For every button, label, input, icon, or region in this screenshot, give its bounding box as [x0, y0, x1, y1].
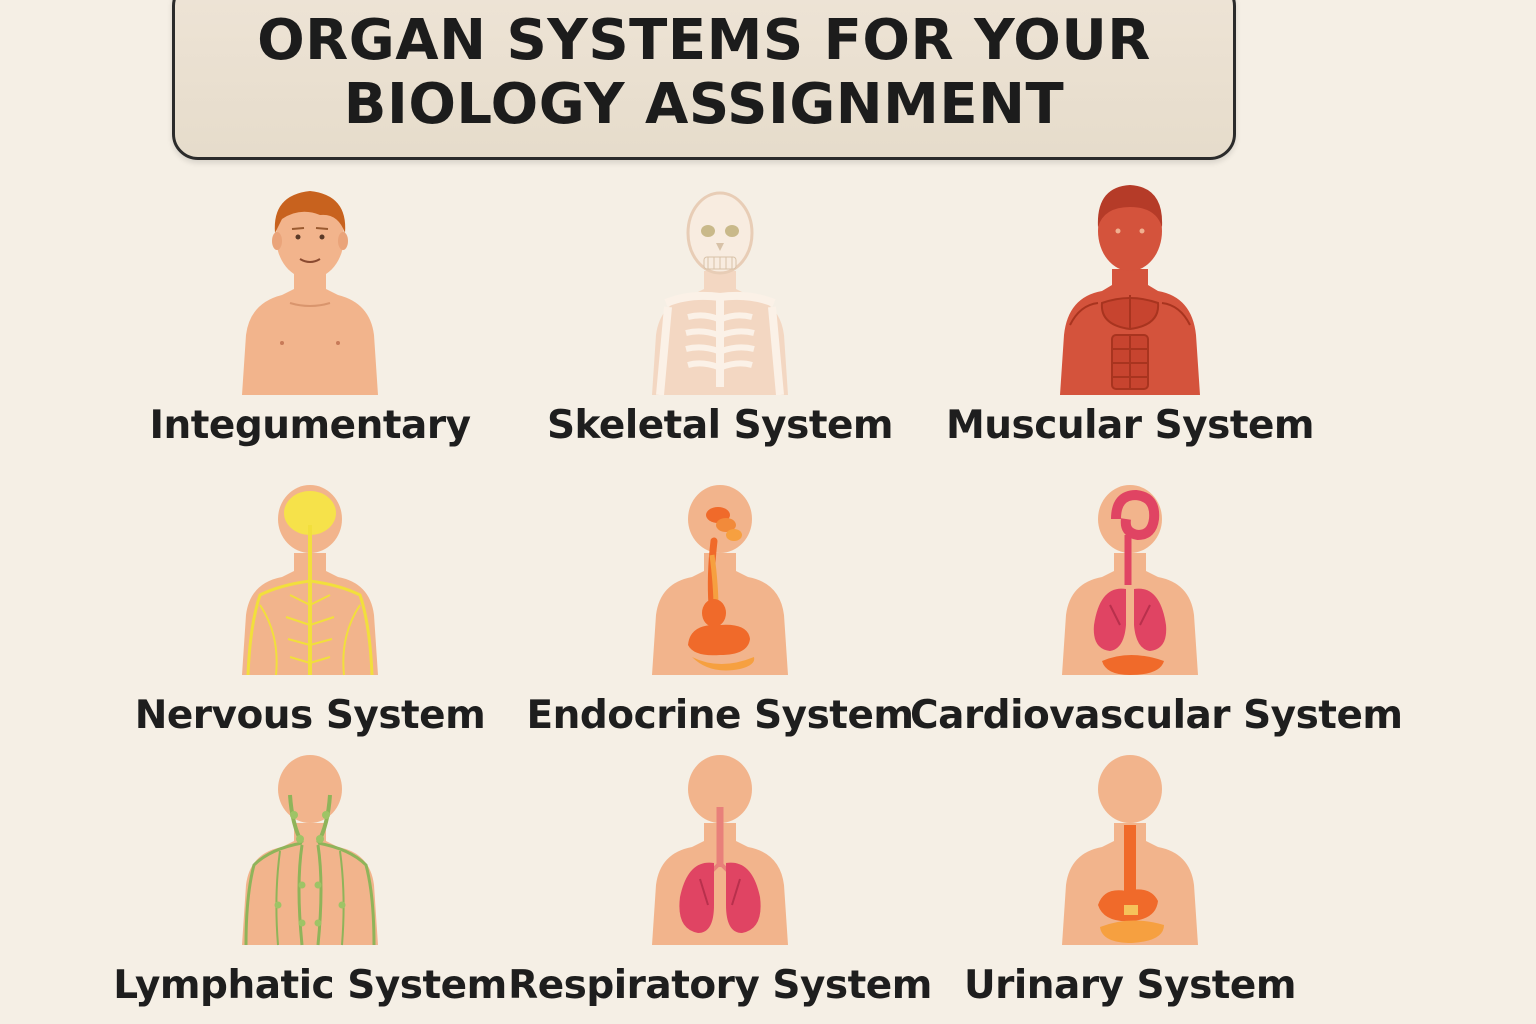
- nervous-figure: [220, 475, 400, 685]
- lymphatic-figure: [220, 745, 400, 955]
- endocrine-figure: [630, 475, 810, 685]
- system-card-cardiovascular: Cardiovascular System: [910, 475, 1403, 745]
- cardiovascular-figure: [1040, 475, 1220, 685]
- system-card-integumentary: Integumentary: [110, 185, 510, 455]
- label-respiratory: Respiratory System: [508, 963, 932, 1008]
- title-line-1: ORGAN SYSTEMS FOR YOUR: [257, 8, 1151, 73]
- system-card-respiratory: Respiratory System: [508, 745, 932, 1015]
- label-nervous: Nervous System: [134, 693, 486, 738]
- integumentary-figure: [220, 185, 400, 395]
- label-muscular: Muscular System: [945, 403, 1315, 448]
- label-cardiovascular: Cardiovascular System: [910, 693, 1403, 738]
- system-card-nervous: Nervous System: [110, 475, 510, 745]
- label-endocrine: Endocrine System: [526, 693, 914, 738]
- skeleton-figure: [630, 185, 810, 395]
- system-card-lymphatic: Lymphatic System: [110, 745, 510, 1015]
- urinary-figure: [1040, 745, 1220, 955]
- title-banner: ORGAN SYSTEMS FOR YOUR BIOLOGY ASSIGNMEN…: [172, 0, 1236, 160]
- label-urinary: Urinary System: [963, 963, 1297, 1008]
- title-line-2: BIOLOGY ASSIGNMENT: [343, 72, 1065, 137]
- system-card-skeletal: Skeletal System: [520, 185, 920, 455]
- system-card-muscular: Muscular System: [930, 185, 1330, 455]
- system-card-urinary: Urinary System: [930, 745, 1330, 1015]
- label-lymphatic: Lymphatic System: [113, 963, 507, 1008]
- muscle-figure: [1040, 185, 1220, 395]
- system-card-endocrine: Endocrine System: [520, 475, 920, 745]
- respiratory-figure: [630, 745, 810, 955]
- label-integumentary: Integumentary: [149, 403, 471, 448]
- label-skeletal: Skeletal System: [546, 403, 894, 448]
